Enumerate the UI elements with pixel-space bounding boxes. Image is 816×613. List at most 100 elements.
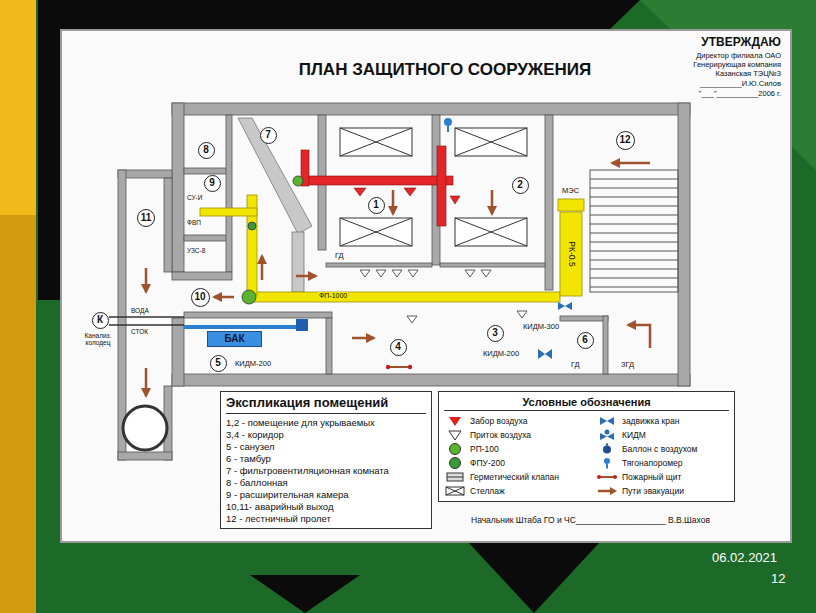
red-air-duct [404,188,416,196]
air-inlet [517,311,527,318]
equipment-label: КИДМ-200 [234,360,272,369]
wall [226,115,232,272]
equipment-label: КИДМ-300 [522,323,560,332]
evacuation-arrow [491,190,494,214]
legend-text: Приток воздуха [470,430,531,440]
staircase [590,260,678,261]
fire-board [408,365,412,369]
water-pipe [184,325,296,329]
legend-item: ФПУ-200 [444,456,596,470]
legend-text: задвижка кран [622,416,679,426]
yellow-air-duct [558,199,584,211]
legend-text: Пути эвакуации [622,486,684,496]
wall [560,316,608,321]
wall [172,103,690,115]
evacuation-arrow [612,162,650,165]
node-text: Экспликация помещений [226,395,426,414]
legend-item: Тягонапоромер [596,456,729,470]
evacuation-arrow [296,275,316,278]
room-number: 12 [616,131,635,150]
wall [440,263,545,267]
wall [184,168,228,174]
legend-symbol [599,476,615,478]
legend-item: Забор воздуха [444,414,596,428]
door-label: ГД [570,361,581,370]
legend-symbol [598,490,611,493]
legend-panel: Условные обозначенияЗабор воздухаПриток … [438,391,735,502]
legend-symbol [447,473,463,481]
wall [678,103,690,386]
table-row: 7 - фильтровентиляционная комната [226,465,426,477]
wall [118,452,172,460]
legend-symbol [603,446,611,454]
fire-board [388,366,410,368]
wall [172,103,184,272]
filter-unit [242,176,303,304]
legend-symbol [604,458,610,464]
legend-text: КИДМ [622,430,646,440]
legend-item: Стеллаж [444,484,596,498]
air-inlet [465,270,475,277]
staircase [590,197,678,198]
slide-background [468,542,600,613]
legend-text: Тягонапоромер [622,458,682,468]
node-text: 10 [194,292,205,302]
filter-unit [242,290,256,304]
rack-symbol [340,128,412,156]
wall [326,263,432,267]
approval-heading: УТВЕРЖДАЮ [630,36,782,50]
legend-symbol [449,431,461,440]
evacuation-arrow [145,368,148,396]
legend-symbol [596,471,618,483]
legend-item: задвижка кран [596,414,729,428]
legend-symbol [446,487,464,495]
plan-title: ПЛАН ЗАЩИТНОГО СООРУЖЕНИЯ [280,60,610,80]
staircase [590,170,678,292]
table-row: 1,2 - помещение для укрываемых [226,417,426,429]
exhaust-duct [292,232,304,292]
evacuation-arrow [352,337,374,340]
legend-text: ФПУ-200 [470,458,505,468]
legend-symbol [447,477,463,478]
legend-symbol [444,415,466,427]
node-text: 6 [582,335,588,345]
air-inlet [392,270,402,277]
wall [326,318,332,374]
room-number: 1 [368,197,385,214]
staircase [590,278,678,279]
sheet [61,30,791,542]
legend-symbol [444,471,466,483]
rack-symbol [455,128,527,156]
legend-item: Приток воздуха [444,428,596,442]
evacuation-arrow [145,268,148,292]
rack-symbol [455,218,527,246]
staircase [590,224,678,225]
valve-symbol [558,302,572,310]
wall [184,235,228,241]
node-text: 11 [141,213,152,223]
room-number: 5 [210,355,227,372]
room-number: 4 [390,339,407,356]
room-number: 7 [260,127,277,144]
node-text: 12 [619,135,630,145]
legend-symbol [606,464,608,469]
air-inlet [408,270,418,277]
filter-unit [293,176,303,186]
exit-shaft [123,406,167,450]
air-inlet [481,270,491,277]
rack-symbol [455,218,527,246]
tank-box: БАК [207,331,262,347]
yellow-air-duct [200,208,257,216]
room-number: 6 [577,332,594,349]
node-text: 7 [265,130,271,140]
equipment-label: КИДМ-200 [482,350,520,359]
wall [172,272,232,280]
fire-board [386,365,412,369]
legend-swatch [449,457,461,469]
table-row: 10,11- аварийный выход [226,501,426,513]
room-number: 3 [487,325,504,342]
room-number: 8 [198,142,215,159]
rack-symbol [340,218,412,246]
